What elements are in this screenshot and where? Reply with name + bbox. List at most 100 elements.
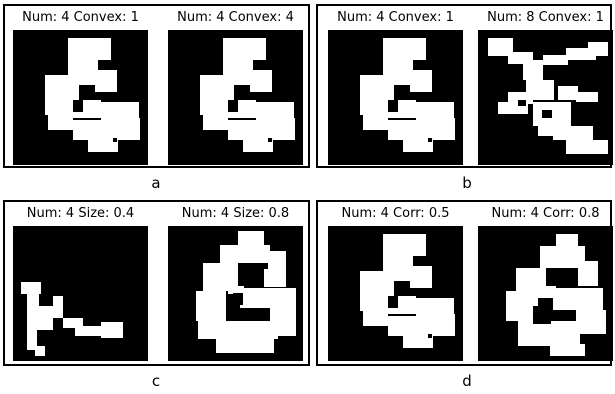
shape-mask-image [328,30,463,165]
shape-block [558,86,578,100]
shape-mask-image [478,226,613,361]
shape-hole [228,100,238,112]
shape-block [388,120,430,140]
shape-block [506,291,538,321]
subfigure-caption: Num: 4 Convex: 4 [177,10,294,25]
shape-block [268,251,286,269]
shape-block [228,120,270,140]
shape-block [550,344,585,356]
shape-mask-image [13,30,148,165]
shape-block [556,234,578,246]
shape-block [63,318,83,328]
shape-block [543,55,568,65]
shape-block [523,60,543,80]
shape-hole [388,100,398,112]
panel-b: Num: 4 Convex: 1 Num: 8 Convex: 1 [316,4,613,168]
shape-block [383,234,426,256]
shape-block [250,70,272,92]
shape-block [238,231,264,245]
shape-block [403,336,433,348]
shape-hole [428,138,432,142]
shape-block [518,321,580,346]
shape-block [101,322,123,338]
shape-block [534,286,556,298]
shape-block [388,316,430,336]
shape-block [75,326,105,336]
panel-a: Num: 4 Convex: 1 Num: 4 Convex: 4 [3,4,310,168]
shape-block [430,118,455,140]
shape-block [270,118,295,140]
shape-block [383,38,426,60]
panel-label-b: b [462,174,472,192]
shape-block [264,269,286,287]
shape-block [553,126,593,140]
shape-block [538,126,556,136]
shape-block [203,115,228,130]
shape-block [198,321,278,339]
shape-block [416,298,454,316]
shape-block [430,314,455,336]
shape-block [95,70,117,92]
panel-label-a: a [151,174,161,192]
shape-block [243,140,273,152]
shape-hole [233,293,243,305]
shape-block [223,38,266,60]
panel-c: Num: 4 Size: 0.4 Num: 4 Size: 0.8 [3,200,310,366]
shape-block [101,102,139,120]
shape-block [88,140,118,152]
shape-block [240,288,296,308]
subfigure-caption: Num: 8 Convex: 1 [487,10,604,25]
shape-block [416,102,454,120]
panel-d: Num: 4 Corr: 0.5 Num: 4 Corr: 0.8 [316,200,613,366]
shape-block [540,246,585,268]
shape-block [553,288,603,310]
shape-block [73,120,115,140]
shape-block [410,70,432,92]
shape-block [216,339,274,353]
shape-block [27,294,39,330]
panel-label-c: c [151,372,161,390]
shape-mask-image [168,30,303,165]
shape-hole [518,100,526,106]
shape-block [363,115,388,130]
shape-block [488,38,513,56]
shape-block [363,311,388,326]
shape-block [68,38,111,60]
shape-block [228,286,244,294]
shape-block [115,118,140,140]
shape-block [508,92,533,104]
shape-mask-image [328,226,463,361]
shape-hole [73,100,83,112]
shape-block [21,282,41,294]
subfigure-caption: Num: 4 Convex: 1 [337,10,454,25]
shape-block [53,296,63,318]
shape-hole [268,138,272,142]
shape-block [576,92,598,102]
shape-hole [428,334,432,338]
shape-block [403,140,433,152]
shape-hole [542,110,552,118]
shape-mask-image [478,30,613,165]
shape-block [578,261,598,286]
shape-hole [113,138,117,142]
shape-mask-image [168,226,303,361]
panel-label-d: d [462,372,472,390]
subfigure-caption: Num: 4 Corr: 0.5 [341,206,450,221]
shape-hole [388,296,398,308]
shape-block [27,330,37,350]
subfigure-caption: Num: 4 Convex: 1 [22,10,139,25]
shape-block [39,306,53,330]
shape-block [566,140,608,154]
shape-block [196,291,226,321]
shape-block [48,115,73,130]
shape-block [35,346,45,356]
shape-block [576,310,606,334]
shape-mask-image [13,226,148,361]
shape-block [220,245,270,263]
shape-hole [533,306,551,324]
shape-block [410,266,432,288]
subfigure-caption: Num: 4 Size: 0.4 [26,206,135,221]
subfigure-caption: Num: 4 Size: 0.8 [181,206,290,221]
shape-block [588,42,608,56]
shape-block [256,102,294,120]
